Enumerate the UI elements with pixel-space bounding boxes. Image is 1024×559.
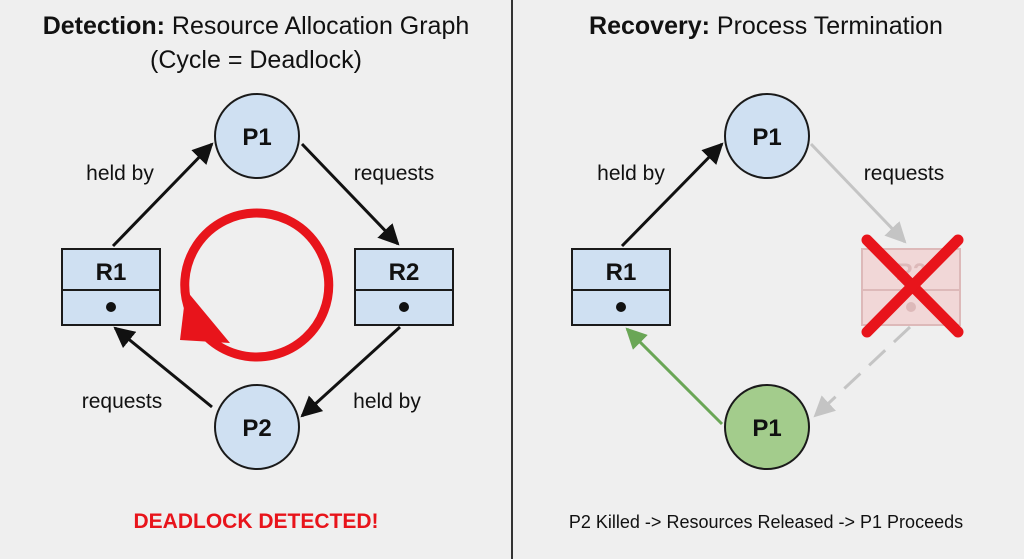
edge-label-requests-top: requests <box>354 162 435 185</box>
edge-label-held-by: held by <box>597 162 665 185</box>
released-edge-r2-p1 <box>813 325 912 418</box>
edge-label-held-by-top: held by <box>86 162 154 185</box>
recovery-title-bold: Recovery: <box>589 12 710 40</box>
cycle-arrowhead <box>180 290 230 343</box>
resource-label-r1: R1 <box>606 259 637 286</box>
resource-label-r1: R1 <box>96 259 127 286</box>
detection-title: Detection: Resource Allocation Graph <box>43 12 470 40</box>
recovery-title: Recovery: Process Termination <box>589 12 943 40</box>
green-edge-p1-r1 <box>625 327 724 426</box>
edge-p1-r2 <box>300 142 400 246</box>
process-node-p1 <box>214 93 300 179</box>
deadlock-status: DEADLOCK DETECTED! <box>134 510 379 533</box>
edge-r1-p1 <box>620 142 724 248</box>
terminate-x-icon <box>861 234 964 338</box>
process-node-p1-bottom <box>724 384 810 470</box>
edge-label-requests-bottom: requests <box>82 390 163 413</box>
process-node-p2 <box>214 384 300 470</box>
edge-r1-p1 <box>111 142 214 248</box>
resource-node-r2: R2 <box>354 248 454 326</box>
detection-title-rest: Resource Allocation Graph <box>165 12 469 40</box>
process-label-p1-bottom: P1 <box>752 415 781 442</box>
detection-title-bold: Detection: <box>43 12 165 40</box>
detection-panel: Detection: Resource Allocation Graph (Cy… <box>43 12 470 533</box>
cycle-arrow-arc <box>180 208 334 362</box>
resource-label-r2: R2 <box>389 259 420 286</box>
faded-edge-p1-r2 <box>809 142 907 244</box>
edge-r2-p2 <box>300 325 402 418</box>
resource-instance-dot <box>399 302 409 312</box>
resource-node-r1: R1 <box>571 248 671 326</box>
recovery-status: P2 Killed -> Resources Released -> P1 Pr… <box>569 512 963 532</box>
process-node-p1-top <box>724 93 810 179</box>
resource-node-r1: R1 <box>61 248 161 326</box>
detection-subtitle: (Cycle = Deadlock) <box>150 46 362 74</box>
edge-label-requests: requests <box>864 162 945 185</box>
resource-instance-dot <box>106 302 116 312</box>
process-label-p2: P2 <box>242 415 271 442</box>
process-label-p1: P1 <box>242 124 271 151</box>
edge-p2-r1 <box>113 326 213 409</box>
resource-instance-dot <box>616 302 626 312</box>
recovery-title-rest: Process Termination <box>710 12 943 40</box>
edge-label-held-by-bottom: held by <box>353 390 421 413</box>
process-label-p1-top: P1 <box>752 124 781 151</box>
recovery-panel: Recovery: Process Termination held by re… <box>569 12 964 532</box>
